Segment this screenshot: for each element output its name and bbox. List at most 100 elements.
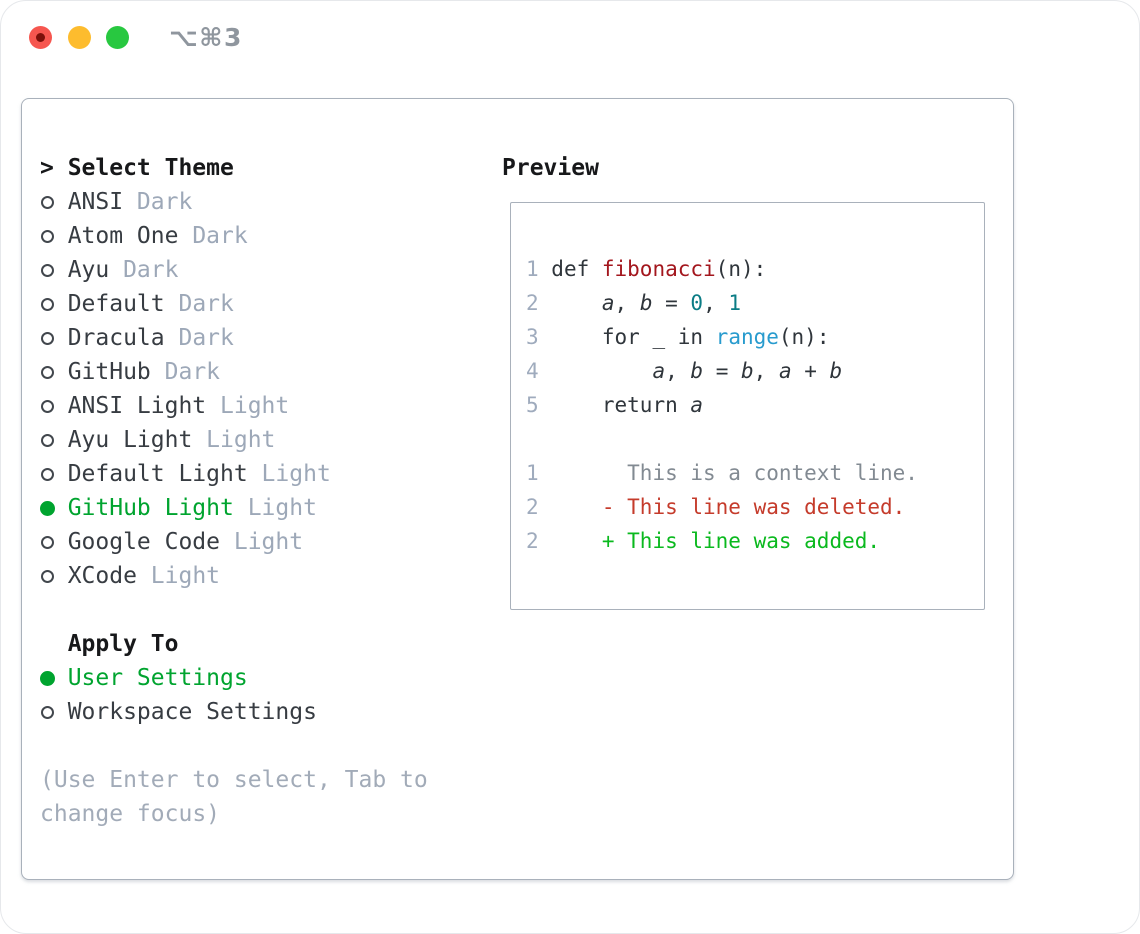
code-token: ,	[703, 291, 729, 315]
radio-marker	[40, 467, 68, 481]
apply-option-workspace-settings[interactable]: Workspace Settings	[40, 695, 428, 729]
minimize-button[interactable]	[68, 26, 91, 49]
code-token: a	[690, 393, 704, 417]
code-token: (n):	[778, 325, 830, 349]
option-label: Ayu Light	[67, 427, 193, 453]
spacer-row	[40, 593, 428, 627]
apply-option-user-settings[interactable]: User Settings	[40, 661, 428, 695]
line-number: 2	[526, 291, 539, 315]
radio-marker	[40, 297, 68, 311]
code-token: 0	[690, 291, 704, 315]
variant-label: Light	[220, 529, 304, 555]
code-token: b	[690, 359, 704, 383]
theme-option-xcode[interactable]: XCode Light	[40, 559, 428, 593]
radio-icon	[41, 229, 54, 243]
variant-label: Dark	[164, 291, 234, 317]
code-token: a	[652, 359, 666, 383]
option-label: Workspace Settings	[67, 699, 317, 725]
theme-option-atom-one[interactable]: Atom One Dark	[40, 219, 428, 253]
option-label: GitHub Light	[67, 495, 234, 521]
radio-marker	[40, 263, 68, 277]
code-token: =	[652, 291, 691, 315]
code-token: range	[715, 325, 779, 349]
code-token	[539, 291, 602, 315]
theme-option-github-light[interactable]: GitHub Light Light	[40, 491, 428, 525]
variant-label: Dark	[123, 189, 193, 215]
radio-marker	[40, 195, 68, 209]
option-label: GitHub	[67, 359, 151, 385]
theme-option-default[interactable]: Default Dark	[40, 287, 428, 321]
theme-option-github[interactable]: GitHub Dark	[40, 355, 428, 389]
radio-icon	[41, 705, 54, 719]
prompt-icon: >	[40, 155, 54, 181]
option-label: User Settings	[67, 665, 248, 691]
variant-label: Dark	[178, 223, 248, 249]
option-label: Atom One	[67, 223, 179, 249]
radio-marker	[40, 433, 68, 447]
theme-option-ansi-light[interactable]: ANSI Light Light	[40, 389, 428, 423]
option-label: ANSI	[67, 189, 124, 215]
theme-option-ayu-light[interactable]: Ayu Light Light	[40, 423, 428, 457]
line-number: 3	[526, 325, 539, 349]
code-token: =	[703, 359, 741, 383]
code-token: + This line was added.	[538, 529, 881, 553]
variant-label: Light	[206, 393, 290, 419]
variant-label: Light	[233, 495, 317, 521]
line-number: 4	[526, 359, 539, 383]
theme-option-google-code[interactable]: Google Code Light	[40, 525, 428, 559]
theme-option-ayu[interactable]: Ayu Dark	[40, 253, 428, 287]
variant-label: Dark	[164, 325, 234, 351]
radio-icon	[41, 195, 54, 209]
radio-marker	[40, 705, 68, 719]
variant-label: Light	[136, 563, 221, 589]
code-token: ,	[614, 291, 640, 315]
radio-marker	[40, 365, 68, 379]
radio-icon	[41, 399, 54, 413]
code-token: a	[601, 291, 615, 315]
theme-option-dracula[interactable]: Dracula Dark	[40, 321, 428, 355]
radio-marker	[40, 399, 68, 413]
variant-label: Light	[192, 427, 276, 453]
close-button-dot	[36, 33, 45, 42]
code-token: def	[538, 257, 602, 281]
zoom-button[interactable]	[106, 26, 129, 49]
option-label: XCode	[67, 563, 137, 589]
radio-icon	[41, 433, 54, 447]
code-token: (n):	[715, 257, 767, 281]
line-number: 2	[526, 495, 539, 519]
line-number: 1	[526, 461, 539, 485]
apply-to-title: Apply To	[67, 631, 179, 657]
window-shortcut-label: ⌥⌘3	[169, 23, 243, 52]
radio-marker	[40, 569, 68, 583]
code-token: ,	[753, 359, 779, 383]
code-token: b	[639, 291, 653, 315]
code-token: return	[538, 393, 691, 417]
radio-marker	[40, 229, 68, 243]
radio-icon	[41, 263, 54, 277]
code-token: +	[791, 359, 830, 383]
close-button[interactable]	[29, 26, 52, 49]
radio-marker	[40, 500, 68, 516]
radio-marker	[40, 670, 68, 686]
hint-text-line-1: (Use Enter to select, Tab to	[40, 767, 428, 793]
apply-to-header: Apply To	[40, 627, 428, 661]
option-label: ANSI Light	[67, 393, 207, 419]
theme-option-default-light[interactable]: Default Light Light	[40, 457, 428, 491]
code-token: 1	[728, 291, 742, 315]
theme-option-ansi[interactable]: ANSI Dark	[40, 185, 428, 219]
radio-icon	[41, 569, 54, 583]
option-label: Default Light	[67, 461, 248, 487]
option-label: Google Code	[67, 529, 221, 555]
variant-label: Dark	[109, 257, 179, 283]
code-token	[539, 359, 653, 383]
code-token: ,	[665, 359, 691, 383]
code-token: for _ in	[538, 325, 716, 349]
code-token: fibonacci	[601, 257, 716, 281]
code-token: b	[829, 359, 843, 383]
line-number: 1	[526, 257, 539, 281]
radio-marker	[40, 331, 68, 345]
line-number: 2	[526, 529, 539, 553]
